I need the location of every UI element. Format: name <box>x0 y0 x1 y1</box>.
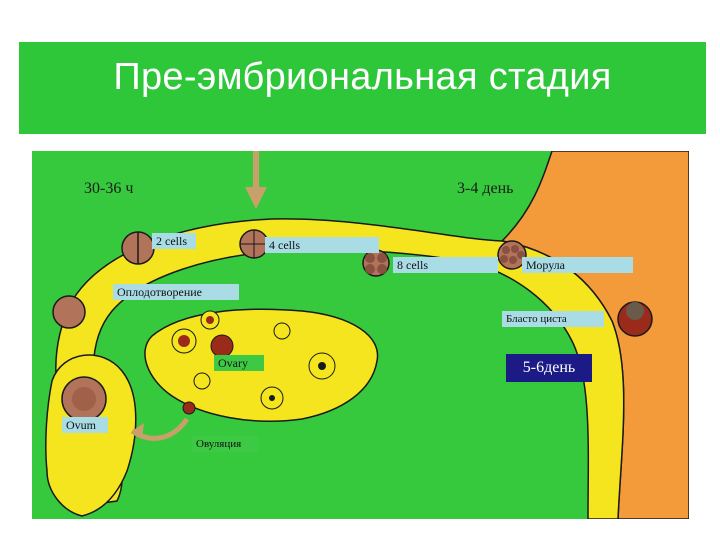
blastocyst-inner <box>626 302 644 320</box>
label-morula: Морула <box>522 257 633 273</box>
follicle <box>194 373 210 389</box>
label-5-6-days: 5-6день <box>506 354 592 382</box>
label-ovulation: Овуляция <box>192 436 258 452</box>
label-blastocyst: Бласто циста <box>502 311 604 327</box>
timing-hours-label: 30-36 ч <box>84 180 133 198</box>
ovum-nucleus <box>72 387 96 411</box>
page-title: Пре-эмбриональная стадия <box>19 56 706 99</box>
follicle-core <box>269 395 275 401</box>
timing-days-label: 3-4 день <box>457 180 513 198</box>
follicle-core <box>206 316 214 324</box>
diagram-illustration <box>32 151 689 519</box>
follicle-core <box>318 362 326 370</box>
label-fertilization: Оплодотворение <box>113 284 239 300</box>
zygote-cell <box>53 296 85 328</box>
follicle <box>211 335 233 357</box>
label-ovary: Ovary <box>214 355 264 371</box>
label-4-cells: 4 cells <box>265 237 379 253</box>
label-ovum: Ovum <box>62 417 108 433</box>
follicle-core <box>178 335 190 347</box>
follicle <box>274 323 290 339</box>
label-8-cells: 8 cells <box>393 257 498 273</box>
reproduction-diagram: 30-36 ч 3-4 день 2 cells 4 cells 8 cells… <box>32 151 689 519</box>
title-banner: Пре-эмбриональная стадия <box>19 42 706 134</box>
label-2-cells: 2 cells <box>152 233 196 249</box>
released-ovum <box>183 402 195 414</box>
sperm-arrow-shaft <box>253 151 259 189</box>
